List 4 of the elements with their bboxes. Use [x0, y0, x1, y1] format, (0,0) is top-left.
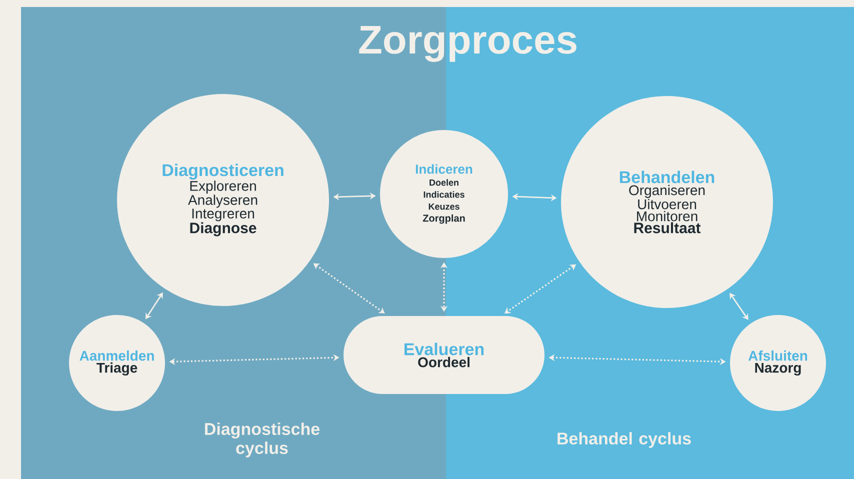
title: Zorgproces — [359, 26, 576, 62]
evaluation-box: Evalueren Oordeel — [344, 316, 544, 394]
cycle-label: Behandel cyclus — [558, 432, 691, 448]
cycle-label: Diagnostische cyclus — [205, 422, 320, 458]
